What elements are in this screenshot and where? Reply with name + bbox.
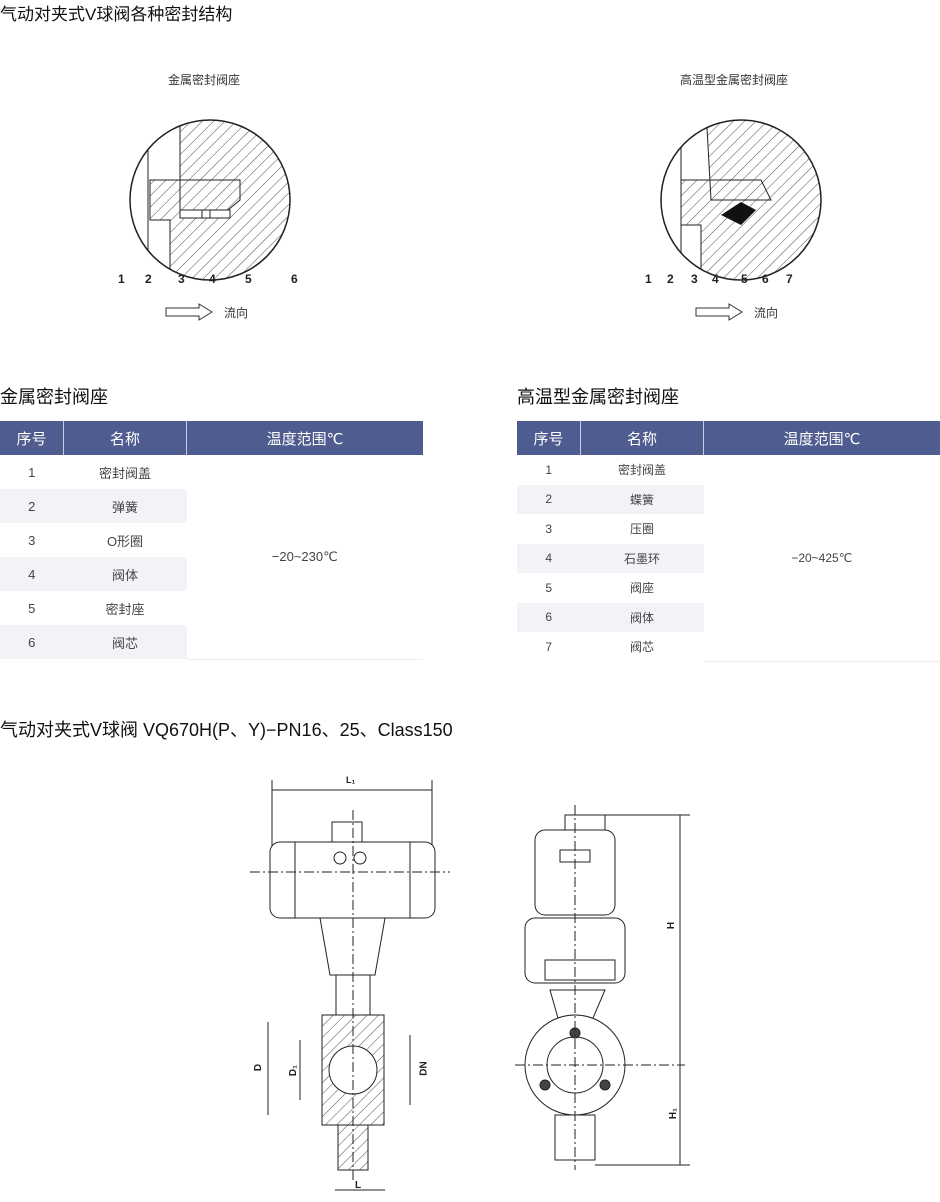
row-number: 5 [545, 580, 553, 595]
valve-side-view-drawing [515, 805, 690, 1170]
part-name: 压圈 [629, 522, 654, 537]
part-number: 2 [667, 272, 674, 286]
part-name: 密封阀盖 [617, 463, 666, 478]
table-row: 3 O形圈 [0, 523, 423, 557]
part-name: 阀体 [63, 557, 187, 591]
dim-H: H [666, 921, 678, 930]
part-name: O形圈 [106, 533, 144, 549]
table-row: 5 阀座 [517, 573, 940, 603]
column-header: 温度范围℃ [703, 421, 940, 455]
part-number: 6 [291, 272, 298, 286]
table-row: 7 阀芯 [517, 632, 940, 662]
table-row: 1 密封阀盖 −20~230℃ [0, 455, 423, 660]
dim-DN: DN [418, 1061, 430, 1076]
flow-arrow-icon [165, 303, 213, 321]
row-number: 6 [0, 625, 64, 659]
part-number: 7 [786, 272, 793, 286]
row-number: 6 [517, 602, 581, 632]
part-number: 3 [691, 272, 698, 286]
table-heading-left: 金属密封阀座 [0, 387, 108, 407]
page-title: 气动对夹式V球阀各种密封结构 [0, 5, 233, 24]
column-header: 序号 [0, 421, 64, 455]
part-name: 石墨环 [580, 543, 704, 573]
part-name: 弹簧 [63, 489, 187, 523]
part-name: 阀座 [629, 581, 654, 596]
table-row: 5 密封座 [0, 591, 423, 625]
part-name: 阀芯 [629, 640, 654, 655]
part-name: 阀芯 [63, 625, 187, 659]
product-title: 气动对夹式V球阀 VQ670H(P、Y)−PN16、25、Class150 [0, 720, 453, 740]
column-header: 名称 [63, 421, 187, 455]
part-name: 阀体 [580, 602, 704, 632]
detail-caption-right: 高温型金属密封阀座 [680, 73, 789, 87]
table-row: 1 密封阀盖 −20~425℃ [517, 455, 940, 662]
part-number: 2 [145, 272, 152, 286]
row-number: 7 [545, 639, 553, 654]
part-name: 密封阀盖 [98, 465, 151, 481]
part-number: 5 [245, 272, 252, 286]
row-number: 4 [517, 543, 581, 573]
column-header: 名称 [580, 421, 704, 455]
dim-L: L [355, 1180, 362, 1191]
part-number: 3 [178, 272, 185, 286]
dim-H1: H₁ [668, 1107, 680, 1120]
table-row: 3 压圈 [517, 514, 940, 544]
row-number: 2 [517, 484, 581, 514]
part-number: 4 [209, 272, 216, 286]
row-number: 3 [28, 532, 36, 548]
dim-D1: D₁ [288, 1064, 300, 1077]
table-heading-right: 高温型金属密封阀座 [517, 387, 679, 407]
row-number: 1 [28, 464, 36, 480]
temperature-range: −20~425℃ [703, 455, 940, 662]
flow-label-left: 流向 [224, 306, 249, 320]
temperature-range: −20~230℃ [186, 455, 423, 660]
row-number: 1 [545, 462, 553, 477]
part-number: 1 [118, 272, 125, 286]
row-number: 2 [0, 489, 64, 523]
flow-label-right: 流向 [754, 306, 779, 320]
row-number: 3 [545, 521, 553, 536]
part-name: 密封座 [105, 601, 145, 617]
dim-L1: L₁ [346, 775, 356, 785]
high-temp-seat-detail-drawing [660, 119, 822, 281]
metal-seat-detail-drawing [129, 119, 291, 281]
part-name: 蝶簧 [580, 484, 704, 514]
part-number: 1 [645, 272, 652, 286]
row-number: 5 [28, 600, 36, 616]
valve-front-view-drawing [250, 780, 450, 1191]
row-number: 4 [0, 557, 64, 591]
column-header: 温度范围℃ [186, 421, 423, 455]
dim-D: D [253, 1063, 265, 1072]
part-number: 5 [741, 272, 748, 286]
part-number: 4 [712, 272, 719, 286]
column-header: 序号 [517, 421, 581, 455]
flow-arrow-icon [695, 303, 743, 321]
part-number: 6 [762, 272, 769, 286]
detail-caption-left: 金属密封阀座 [168, 73, 241, 87]
